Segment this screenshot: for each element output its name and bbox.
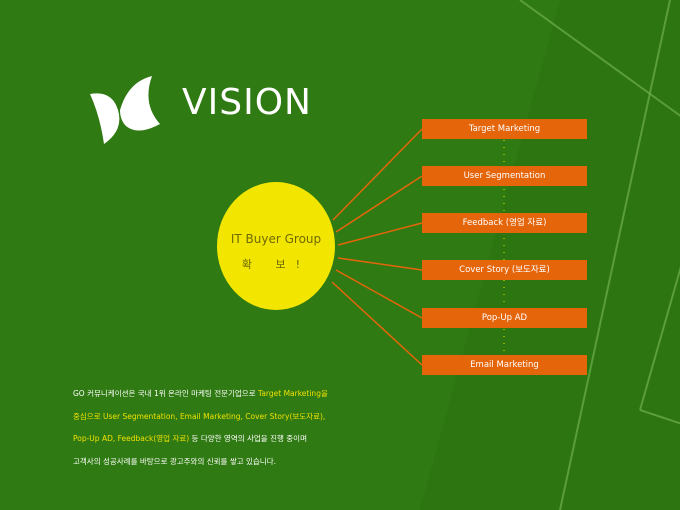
box-email-marketing: Email Marketing — [422, 355, 587, 375]
line-1-highlight: Target Marketing을 — [257, 389, 328, 398]
logo-icon — [90, 76, 160, 144]
line-3-text: 등 다양한 영역의 사업을 진행 중이며 — [189, 434, 307, 443]
paragraph-line-3: Pop-Up AD, Feedback(영업 자료) 등 다양한 영역의 사업을… — [73, 433, 493, 444]
center-label: IT Buyer Group — [230, 232, 322, 246]
box-cover-story: Cover Story (보도자료) — [422, 260, 587, 280]
box-feedback: Feedback (영업 자료) — [422, 213, 587, 233]
buyer-group-circle — [217, 182, 335, 310]
box-popup-ad: Pop-Up AD — [422, 308, 587, 328]
line-2-text: 중심으로 User Segmentation, Email Marketing,… — [73, 411, 326, 421]
line-1-text: GO 커뮤니케이션은 국내 1위 온라인 마케팅 전문기업으로 — [73, 389, 258, 398]
center-sublabel: 확 보! — [241, 258, 311, 271]
box-user-segmentation: User Segmentation — [422, 166, 587, 186]
paragraph-line-2: 중심으로 User Segmentation, Email Marketing,… — [73, 411, 493, 422]
page-title: VISION — [182, 82, 312, 123]
line-3-highlight: Pop-Up AD, Feedback(영업 자료) — [73, 434, 190, 443]
box-target-marketing: Target Marketing — [422, 119, 587, 139]
description-paragraph: GO 커뮤니케이션은 국내 1위 온라인 마케팅 전문기업으로 Target M… — [73, 388, 493, 478]
paragraph-line-1: GO 커뮤니케이션은 국내 1위 온라인 마케팅 전문기업으로 Target M… — [73, 388, 493, 399]
paragraph-line-4: 고객사의 성공사례를 바탕으로 광고주와의 신뢰를 쌓고 있습니다. — [73, 456, 493, 467]
line-4-text: 고객사의 성공사례를 바탕으로 광고주와의 신뢰를 쌓고 있습니다. — [73, 456, 276, 466]
